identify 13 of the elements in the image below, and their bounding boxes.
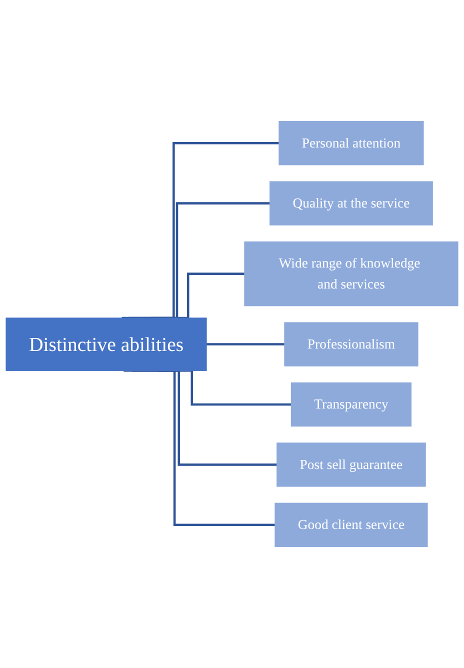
connector xyxy=(206,343,285,346)
node-box: Wide range of knowledge and services xyxy=(244,241,458,306)
node-box: Good client service xyxy=(274,502,428,547)
node-box: Personal attention xyxy=(278,121,424,166)
connector xyxy=(122,142,280,320)
connector xyxy=(150,272,245,320)
connector xyxy=(124,369,276,526)
node-box: Distinctive abilities xyxy=(6,318,207,371)
node-box: Post sell guarantee xyxy=(276,442,426,487)
node-box: Transparency xyxy=(290,382,412,427)
connector xyxy=(128,202,270,320)
node-box: Quality at the service xyxy=(270,181,433,226)
node-box: Professionalism xyxy=(284,322,418,366)
